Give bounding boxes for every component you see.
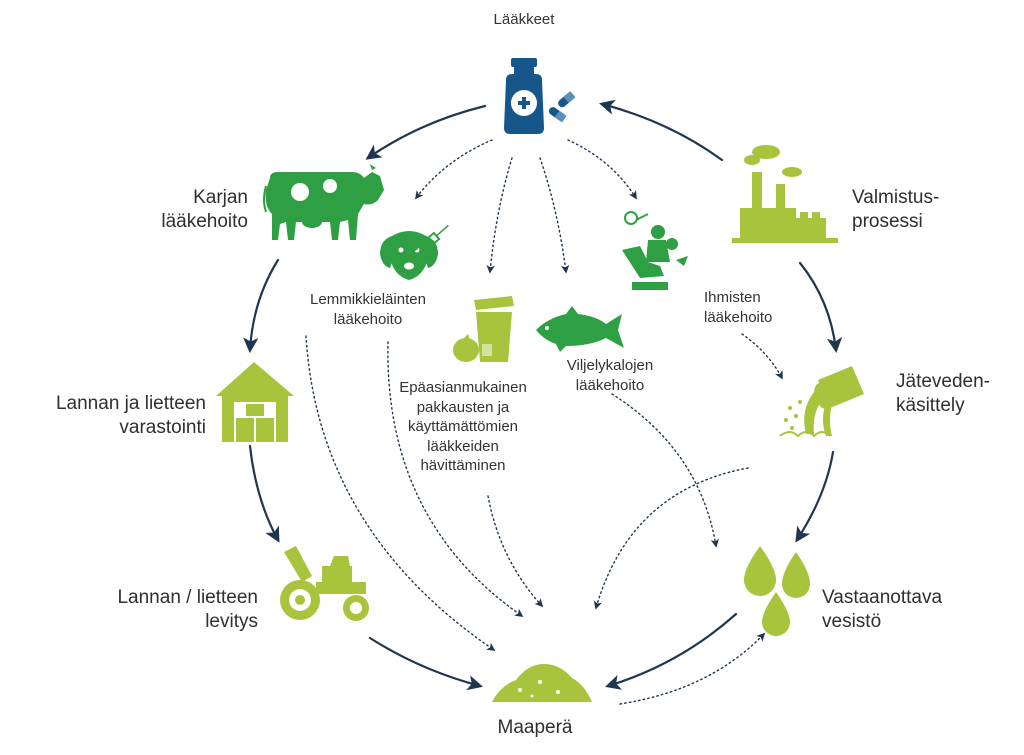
arrow-wastewater-to-water bbox=[795, 450, 835, 543]
factory-icon bbox=[732, 145, 838, 243]
dotted-medicines-to-pets bbox=[414, 139, 493, 200]
medicine-bottle-pills-icon bbox=[504, 58, 576, 134]
dotted-fish-to-water bbox=[611, 393, 720, 548]
water-drops-icon bbox=[744, 546, 810, 636]
tractor-icon bbox=[280, 546, 369, 621]
trash-bin-icon bbox=[453, 296, 514, 362]
dentist-patient-icon bbox=[622, 211, 688, 290]
dotted-soil-to-water bbox=[619, 632, 766, 705]
dotted-wastewater-to-soil bbox=[593, 467, 749, 610]
arrow-manufacturing-to-medicines bbox=[599, 99, 724, 162]
dotted-disposal-to-soil bbox=[487, 495, 544, 608]
barn-icon bbox=[216, 362, 294, 442]
wastewater-label: Jäteveden- käsittely bbox=[896, 371, 991, 416]
arrow-storage-to-spreading bbox=[248, 444, 280, 543]
fish-icon bbox=[536, 306, 624, 352]
dotted-medicines-to-fish bbox=[539, 157, 570, 274]
manufacturing-label: Valmistus- prosessi bbox=[852, 187, 940, 232]
dotted-medicines-to-disposal bbox=[486, 157, 513, 274]
cow-icon bbox=[263, 164, 384, 240]
livestock-label: Karjan lääkehoito bbox=[161, 187, 248, 232]
fish-label: Viljelykalojen lääkehoito bbox=[566, 357, 654, 394]
disposal-label: Epäasianmukainen pakkausten ja käyttämät… bbox=[399, 379, 527, 474]
humans-label: Ihmisten lääkehoito bbox=[704, 289, 773, 326]
pets-label: Lemmikkieläinten lääkehoito bbox=[310, 291, 426, 328]
arrow-manufacturing-to-wastewater bbox=[798, 261, 843, 354]
arrow-spreading-to-soil bbox=[368, 636, 483, 691]
water-label: Vastaanottava vesistö bbox=[822, 587, 943, 632]
soil-pile-icon bbox=[492, 664, 592, 702]
arrow-water-to-soil bbox=[605, 612, 738, 690]
pipe-outflow-icon bbox=[779, 366, 864, 438]
arrow-livestock-to-storage bbox=[243, 258, 280, 354]
storage-label: Lannan ja lietteen varastointi bbox=[55, 393, 206, 438]
soil-label: Maaperä bbox=[497, 717, 573, 738]
dotted-humans-to-wastewater bbox=[741, 333, 783, 380]
arrow-medicines-to-livestock bbox=[365, 104, 487, 160]
dotted-medicines-to-humans bbox=[567, 139, 637, 200]
dog-syringe-icon bbox=[380, 224, 449, 280]
dotted-pets-to-soil bbox=[305, 335, 496, 651]
medicines-label: Lääkkeet bbox=[493, 11, 555, 28]
spreading-label: Lannan / lietteen levitys bbox=[117, 587, 258, 632]
